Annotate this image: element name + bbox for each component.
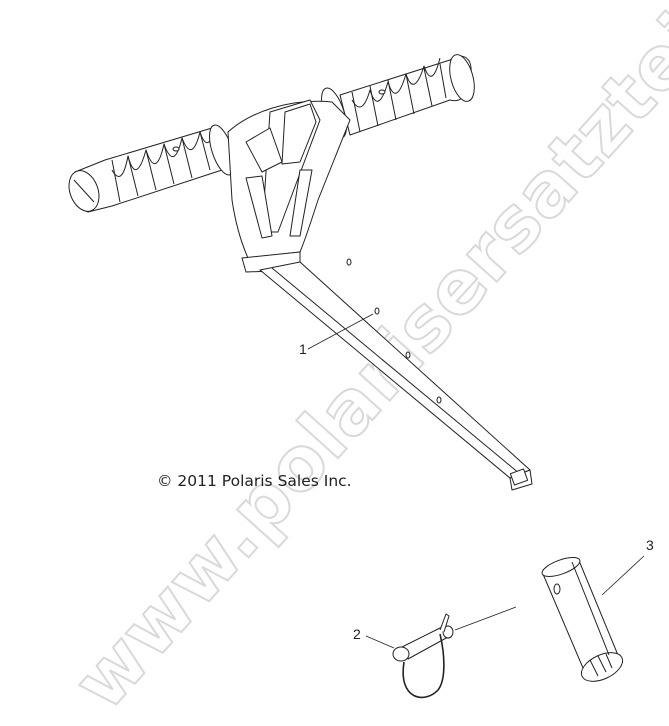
pin-part-2 [392, 613, 454, 699]
leader-line-3 [601, 555, 645, 596]
leader-line-1 [307, 313, 374, 350]
t-handle-body [227, 99, 351, 273]
copyright-text: © 2011 Polaris Sales Inc. [157, 472, 352, 490]
leader-line-2 [365, 635, 395, 649]
callout-2: 2 [353, 626, 361, 642]
right-grip [339, 54, 475, 136]
sleeve-part-3 [541, 557, 624, 682]
square-shaft [259, 258, 533, 491]
callout-3: 3 [646, 537, 654, 553]
left-grip [68, 125, 223, 213]
callout-1: 1 [299, 341, 307, 357]
leader-line-2b [454, 606, 517, 631]
